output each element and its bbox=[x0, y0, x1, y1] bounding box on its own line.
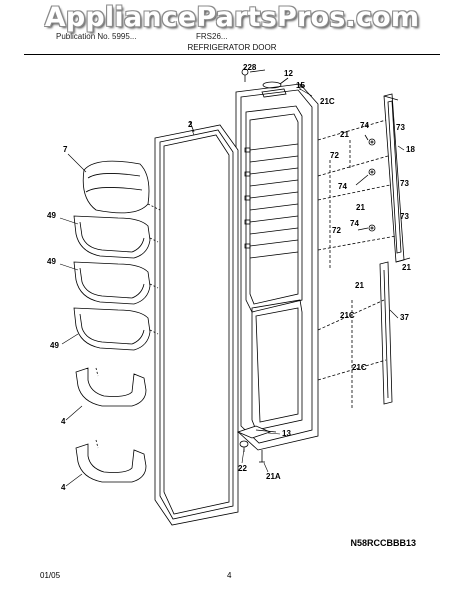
callout-74-c: 74 bbox=[350, 219, 359, 228]
callout-21c-top: 21C bbox=[320, 97, 335, 106]
callout-7: 7 bbox=[63, 145, 68, 154]
callout-18: 18 bbox=[406, 145, 415, 154]
door-shelf-lower bbox=[75, 439, 147, 483]
header-model: FRS26... bbox=[196, 32, 228, 41]
callout-22: 22 bbox=[238, 464, 247, 473]
callout-21-b: 21 bbox=[356, 203, 365, 212]
model-code: N58RCCBBB13 bbox=[350, 538, 416, 548]
callout-49-c: 49 bbox=[50, 341, 59, 350]
callout-228: 228 bbox=[243, 63, 257, 72]
callout-21a: 21A bbox=[266, 472, 281, 481]
page-title: REFRIGERATOR DOOR bbox=[187, 43, 277, 52]
callout-21-d: 21 bbox=[355, 281, 364, 290]
callout-74-a: 74 bbox=[360, 121, 369, 130]
callout-2: 2 bbox=[188, 120, 193, 129]
callout-labels: 228 12 15 2 7 21C 21 74 73 18 72 74 73 2… bbox=[47, 63, 415, 492]
callout-13: 13 bbox=[282, 429, 291, 438]
callout-49-b: 49 bbox=[47, 257, 56, 266]
callout-21-c: 21 bbox=[402, 263, 411, 272]
header-publication: Publication No. 5995... bbox=[56, 32, 137, 41]
callout-21-a: 21 bbox=[340, 130, 349, 139]
callout-4-a: 4 bbox=[61, 417, 66, 426]
callout-15: 15 bbox=[296, 81, 305, 90]
watermark-logo: AppliancePartsPros.com bbox=[44, 2, 420, 33]
door-bin-middle bbox=[73, 261, 159, 305]
callout-49-a: 49 bbox=[47, 211, 56, 220]
dairy-door bbox=[82, 160, 161, 214]
door-outer-shell bbox=[235, 83, 319, 451]
callout-21c-low: 21C bbox=[352, 363, 367, 372]
door-shelf-upper bbox=[75, 367, 147, 407]
header-divider bbox=[24, 54, 440, 55]
lower-hinge bbox=[236, 425, 277, 463]
callout-37: 37 bbox=[400, 313, 409, 322]
assembly-lines bbox=[317, 119, 397, 410]
handle-trim bbox=[379, 261, 393, 405]
door-gasket bbox=[154, 121, 239, 526]
callout-73-a: 73 bbox=[396, 123, 405, 132]
door-bin-upper bbox=[73, 215, 159, 259]
handle-screws bbox=[355, 134, 376, 232]
door-handle bbox=[383, 93, 411, 263]
door-bin-lower bbox=[73, 307, 159, 351]
callout-73-c: 73 bbox=[400, 212, 409, 221]
callout-73-b: 73 bbox=[400, 179, 409, 188]
callout-21c-mid: 21C bbox=[340, 311, 355, 320]
callout-72-b: 72 bbox=[332, 226, 341, 235]
footer-date: 01/05 bbox=[40, 571, 61, 580]
callout-74-b: 74 bbox=[338, 182, 347, 191]
leader-lines bbox=[59, 88, 405, 487]
callout-12: 12 bbox=[284, 69, 293, 78]
door-top-cap bbox=[241, 68, 305, 89]
page-number: 4 bbox=[227, 571, 232, 580]
callout-4-b: 4 bbox=[61, 483, 66, 492]
callout-72-a: 72 bbox=[330, 151, 339, 160]
